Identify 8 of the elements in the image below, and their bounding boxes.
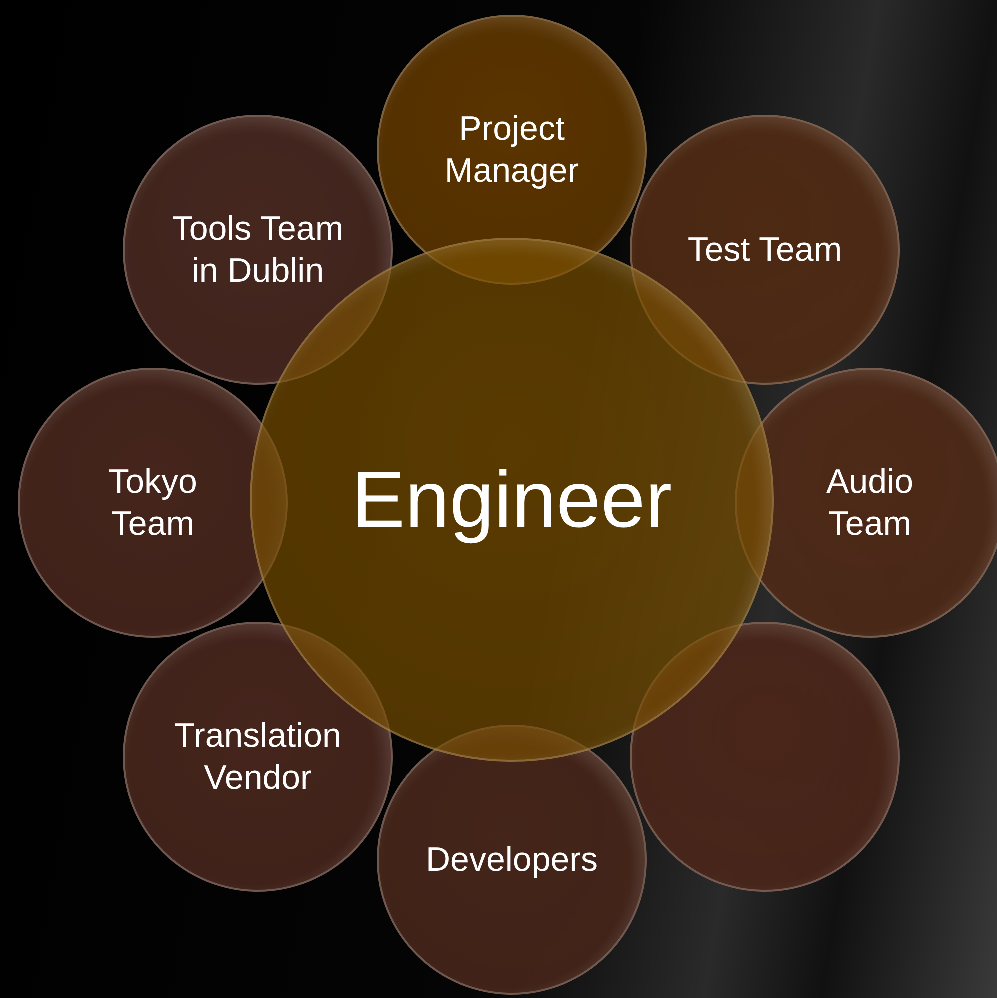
center-label: Engineer	[352, 454, 672, 546]
circle-label: Developers	[425, 840, 599, 881]
circle-label: Test Team	[686, 230, 844, 271]
circle-label: Audio Team	[826, 462, 914, 545]
circle-label: Tools Team in Dublin	[171, 208, 345, 292]
circle-label: Translation Vendor	[174, 716, 342, 799]
circle-label: Project Manager	[444, 108, 580, 192]
circle-label: Tokyo Team	[108, 462, 198, 545]
